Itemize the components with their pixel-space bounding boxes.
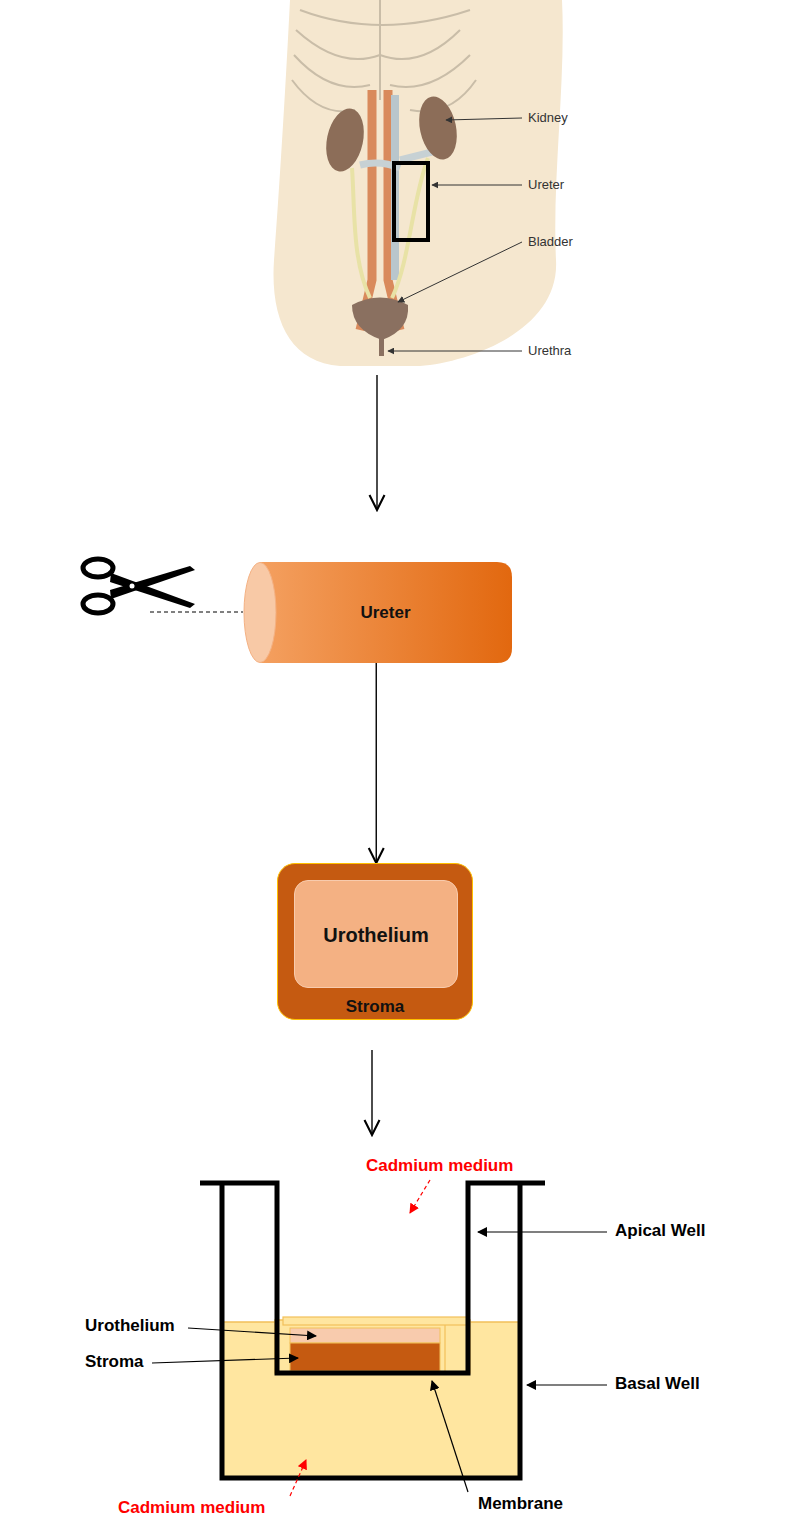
ureter-cylinder: Ureter [243,562,512,663]
stroma-layer [290,1343,440,1371]
left-kidney [321,105,370,175]
flow-arrow [371,1050,372,1135]
stroma-box: UrotheliumStroma [277,863,473,1020]
anatomy-figure [274,0,563,366]
node-text: Stroma [278,997,472,1017]
flow-arrow [376,663,377,863]
node-text: Ureter [243,603,512,623]
organ-label: Kidney [528,110,568,126]
ureter-line [392,158,428,298]
urethra-shape [379,338,384,356]
organ-label: Bladder [528,234,573,250]
medium-label: Cadmium medium [366,1156,513,1176]
scissors-icon [83,559,195,613]
basal-medium [222,1322,520,1478]
selection-box [394,163,428,240]
body-outline [274,0,563,366]
organ-label: Ureter [528,177,564,193]
well-walls [200,1183,545,1478]
medium-label: Cadmium medium [118,1498,265,1518]
medium-arrows [290,1180,430,1496]
transwell [200,1183,545,1478]
part-label: Stroma [85,1352,144,1372]
transwell-leaders [152,1232,607,1492]
node-text: Urothelium [295,924,457,947]
right-kidney [414,93,463,163]
part-label: Membrane [478,1494,563,1514]
part-label: Urothelium [85,1316,175,1336]
organ-label: Urethra [528,343,571,359]
part-label: Apical Well [615,1221,705,1241]
apical-medium [275,1320,470,1373]
part-label: Basal Well [615,1374,700,1394]
cut-line [150,612,243,613]
flow-arrow [376,375,377,510]
urothelium-box: Urothelium [294,880,458,988]
ureter-line [352,168,370,298]
medium-layer [283,1317,468,1325]
bladder-shape [352,298,408,341]
leader-lines [388,118,522,351]
